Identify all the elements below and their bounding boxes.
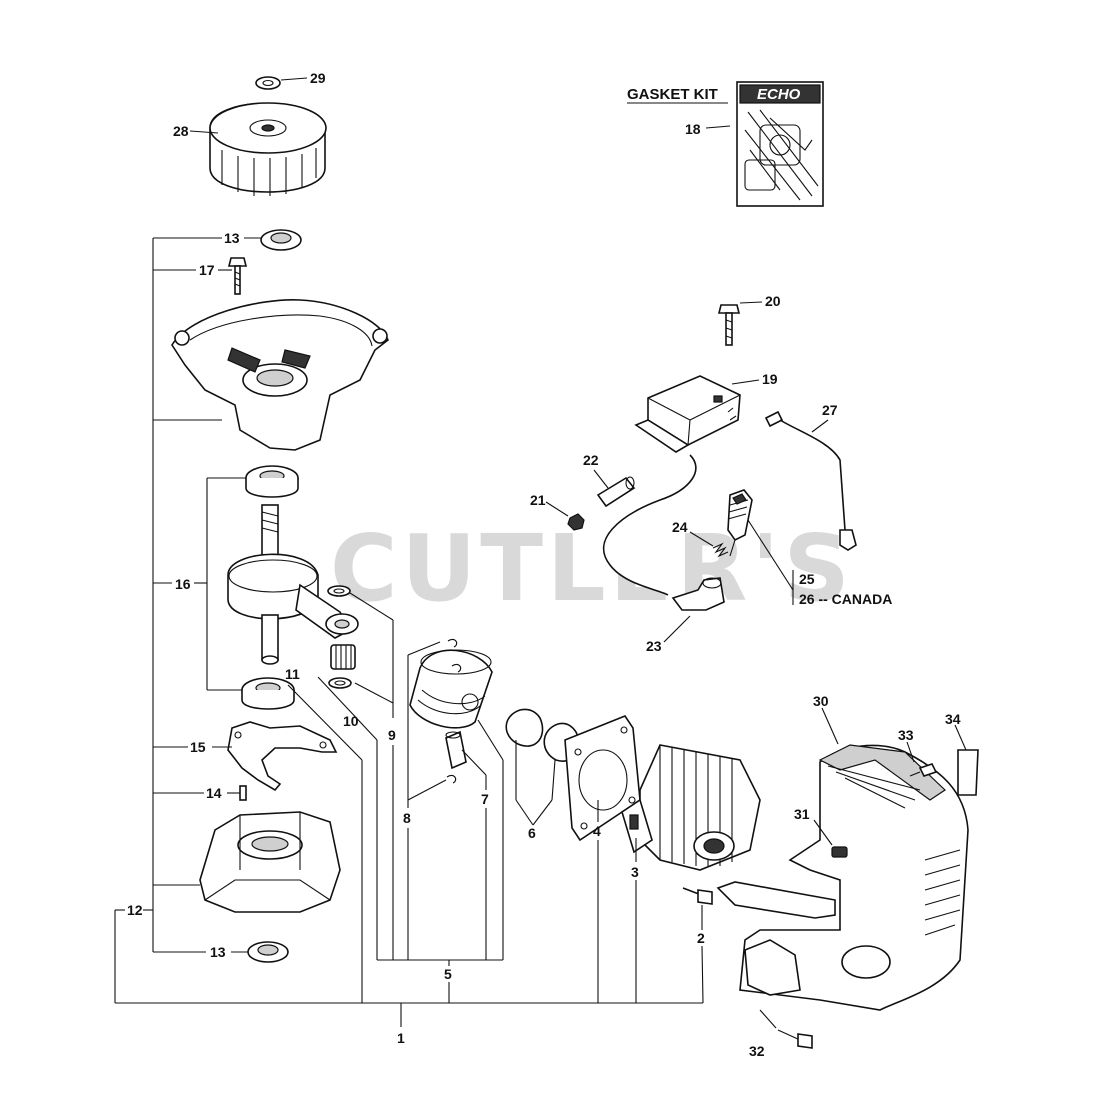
callout-22: 22 xyxy=(583,452,599,468)
callout-32: 32 xyxy=(749,1043,765,1059)
callout-28: 28 xyxy=(173,123,189,139)
callout-12: 12 xyxy=(127,902,143,918)
part-23-plug-cap xyxy=(671,577,725,611)
callout-16: 16 xyxy=(175,576,191,592)
part-10-needle-bearing xyxy=(330,644,356,670)
callout-34: 34 xyxy=(945,711,961,727)
callout-20: 20 xyxy=(765,293,781,309)
echo-logo: ECHO xyxy=(757,86,801,103)
part-28-flywheel xyxy=(209,102,327,196)
callout-25: 25 xyxy=(799,571,815,587)
part-13-seal-bottom xyxy=(247,941,289,963)
callout-3: 3 xyxy=(631,864,639,880)
part-3-cylinder xyxy=(621,744,761,871)
callout-13-bottom: 13 xyxy=(210,944,226,960)
callout-26: 26 -- CANADA xyxy=(799,591,892,607)
part-30-cover xyxy=(716,744,969,1011)
part-24-spring xyxy=(712,542,729,558)
part-34-label xyxy=(957,749,979,796)
part-20-bolt xyxy=(717,304,741,346)
callout-30: 30 xyxy=(813,693,829,709)
part-33-screw xyxy=(909,763,938,777)
callout-7: 7 xyxy=(481,791,489,807)
callout-18: 18 xyxy=(685,121,701,137)
part-25-spark-plug xyxy=(727,489,753,557)
part-14-pin xyxy=(239,785,247,801)
part-13-seal-top xyxy=(260,229,302,251)
part-22-sleeve xyxy=(596,476,636,508)
part-27-ground-wire xyxy=(764,410,857,551)
part-15-gasket xyxy=(227,721,338,792)
callout-33: 33 xyxy=(898,727,914,743)
part-piston xyxy=(409,649,493,729)
callout-29: 29 xyxy=(310,70,326,86)
watermark: CUTLER'S xyxy=(330,515,854,622)
callout-14: 14 xyxy=(206,785,222,801)
callout-24: 24 xyxy=(672,519,688,535)
part-2-bolt xyxy=(682,887,713,905)
part-crankcase-upper xyxy=(171,299,389,451)
callout-17: 17 xyxy=(199,262,215,278)
gasket-kit-title: GASKET KIT xyxy=(627,86,718,103)
part-17-bolt xyxy=(227,257,248,295)
callout-15: 15 xyxy=(190,739,206,755)
callout-8: 8 xyxy=(403,810,411,826)
callout-2: 2 xyxy=(697,930,705,946)
part-7-piston-pin xyxy=(445,730,467,770)
callout-13-top: 13 xyxy=(224,230,240,246)
part-32-bolt xyxy=(777,1029,813,1049)
callout-10: 10 xyxy=(343,713,359,729)
callout-23: 23 xyxy=(646,638,662,654)
callout-4: 4 xyxy=(593,823,601,839)
part-19-ignition-coil xyxy=(603,375,741,596)
callout-1: 1 xyxy=(397,1030,405,1046)
callout-6: 6 xyxy=(528,825,536,841)
part-piston-clips xyxy=(446,638,462,784)
callout-19: 19 xyxy=(762,371,778,387)
callout-31: 31 xyxy=(794,806,810,822)
part-21-nut xyxy=(567,513,585,531)
part-4-cylinder-gasket xyxy=(564,715,641,842)
gasket-kit-18: ECHO xyxy=(736,81,824,207)
callout-27: 27 xyxy=(822,402,838,418)
callout-9: 9 xyxy=(388,727,396,743)
part-31-pad xyxy=(831,846,848,858)
callout-11: 11 xyxy=(285,666,300,682)
part-crankcase-lower xyxy=(199,811,341,913)
callout-21: 21 xyxy=(530,492,546,508)
part-29-washer xyxy=(255,76,281,90)
callout-5: 5 xyxy=(444,966,452,982)
part-9-washers xyxy=(327,585,352,689)
